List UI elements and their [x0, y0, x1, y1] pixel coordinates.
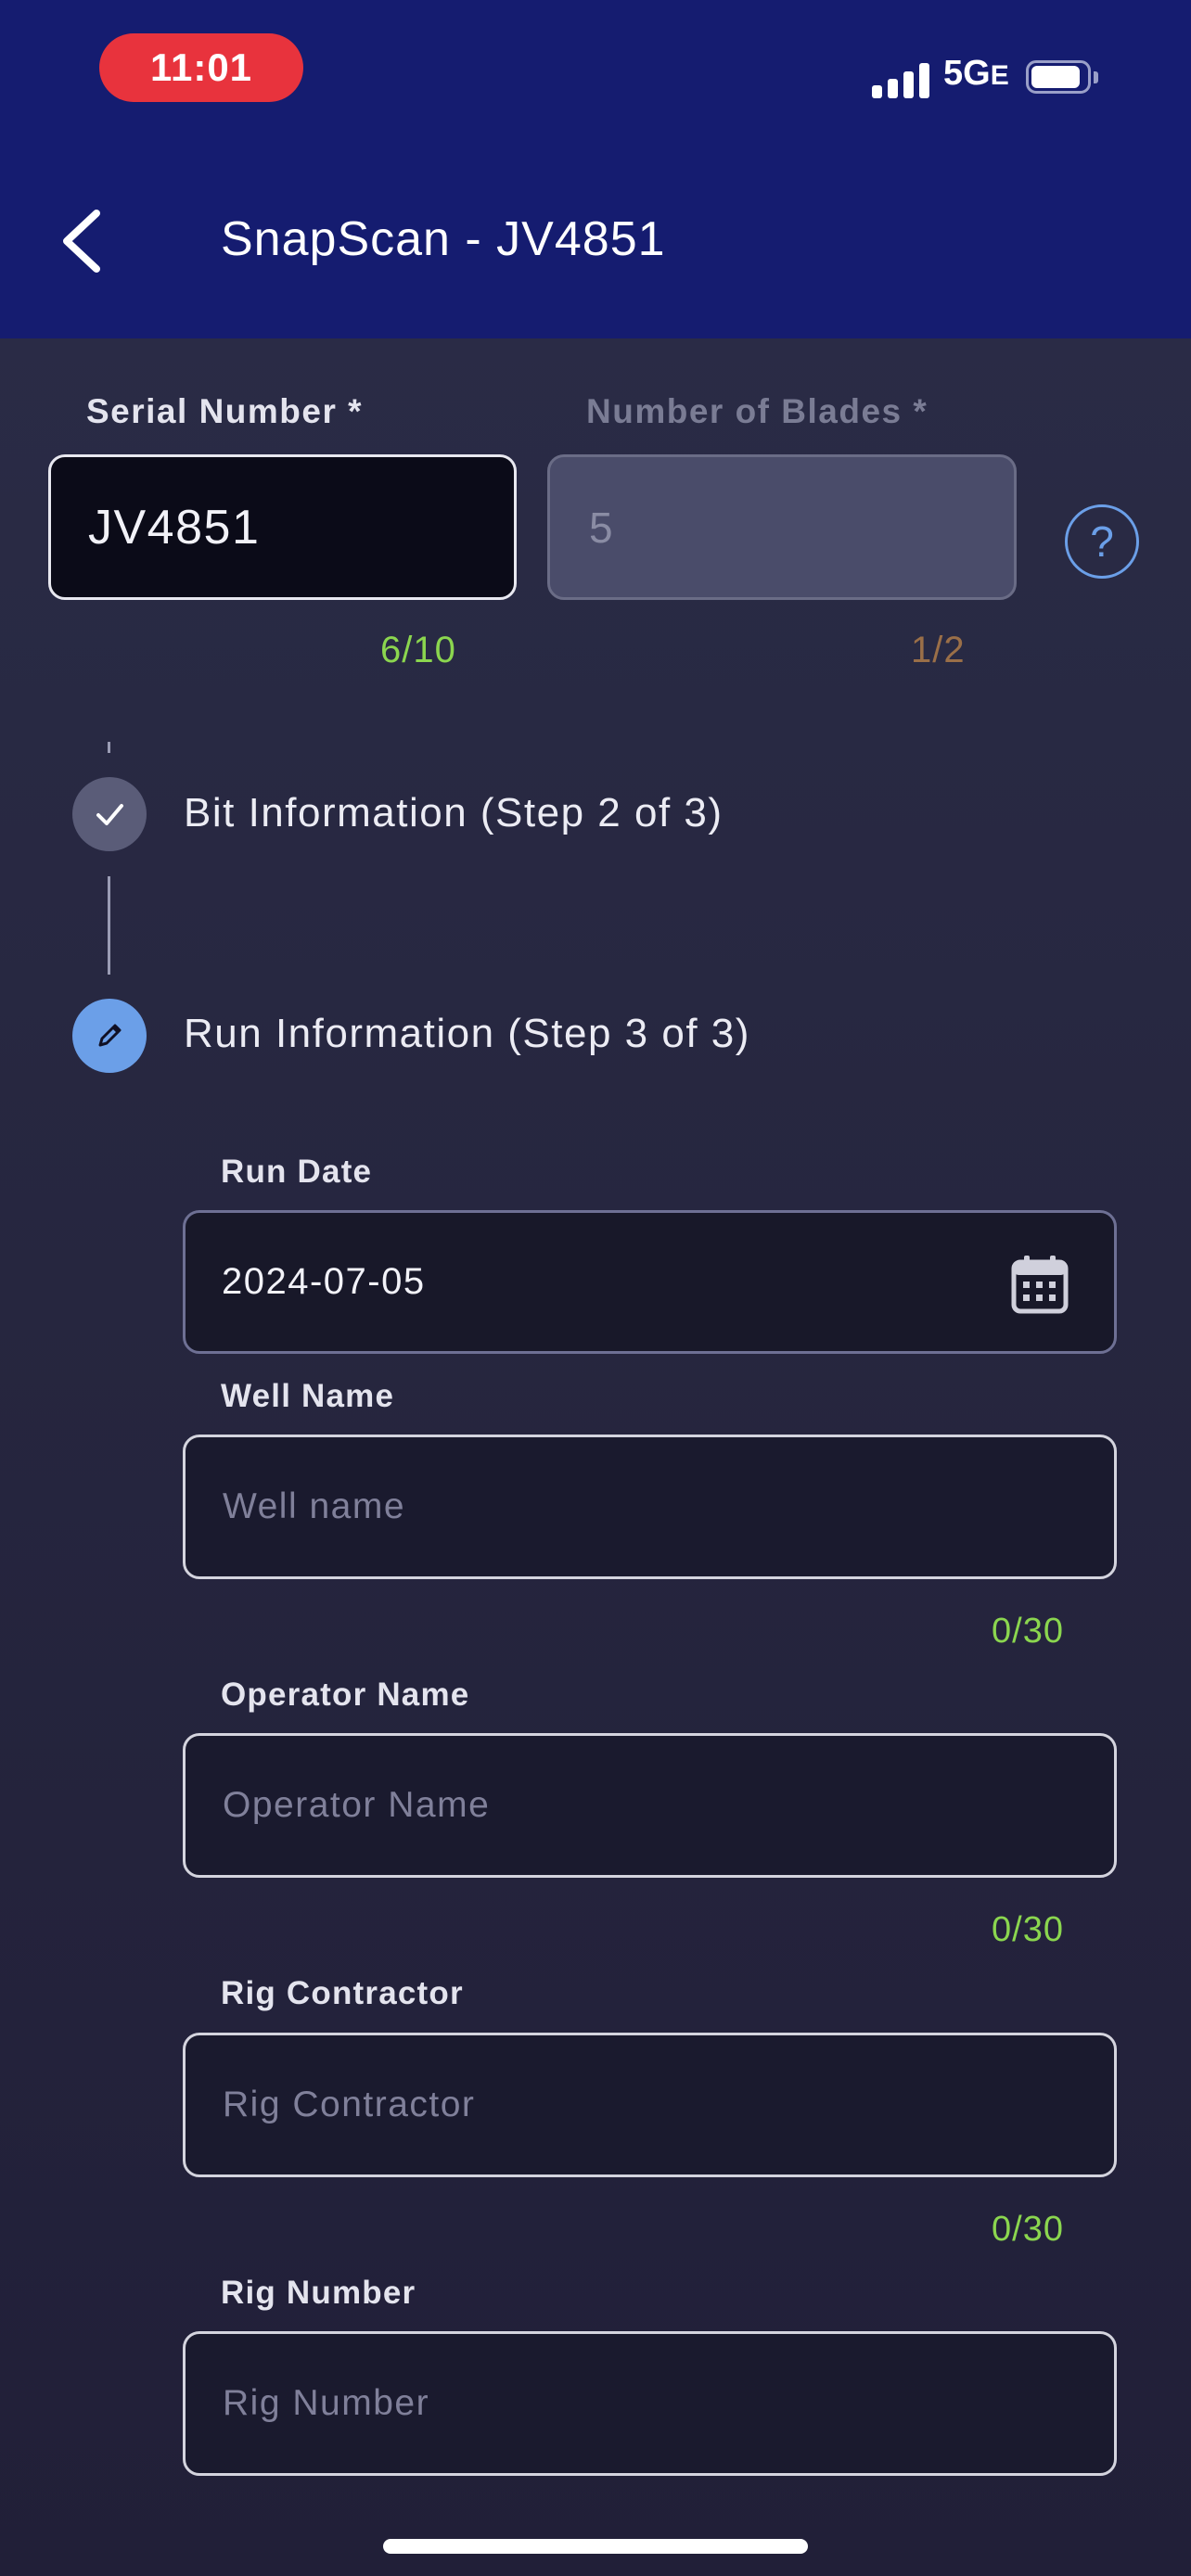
pencil-icon — [98, 1024, 122, 1047]
step-run-information[interactable]: Run Information (Step 3 of 3) — [184, 1011, 750, 1056]
operator-name-field[interactable] — [183, 1733, 1117, 1878]
operator-name-counter: 0/30 — [992, 1910, 1064, 1949]
back-button[interactable] — [56, 206, 111, 276]
step-active-indicator — [72, 999, 147, 1073]
network-type: 5G — [943, 54, 991, 93]
chevron-left-icon — [63, 210, 100, 273]
number-of-blades-counter: 1/2 — [911, 630, 966, 670]
calendar-icon[interactable] — [1010, 1254, 1069, 1315]
stepper-connector — [108, 876, 110, 975]
run-date-input[interactable] — [186, 1213, 1114, 1351]
status-time: 11:01 — [99, 33, 303, 102]
help-icon: ? — [1090, 517, 1114, 566]
rig-number-field[interactable] — [183, 2331, 1117, 2476]
stepper-connector — [108, 742, 110, 753]
step-bit-information[interactable]: Bit Information (Step 2 of 3) — [184, 790, 724, 835]
app-header: 11:01 5GE SnapScan - JV4851 — [0, 0, 1191, 338]
serial-number-input[interactable] — [51, 457, 514, 597]
battery-icon — [1026, 60, 1100, 96]
serial-number-label: Serial Number * — [86, 392, 364, 430]
rig-contractor-counter: 0/30 — [992, 2210, 1064, 2249]
rig-contractor-label: Rig Contractor — [221, 1975, 464, 2011]
page-title: SnapScan - JV4851 — [221, 212, 666, 266]
network-suffix: E — [990, 60, 1009, 91]
check-icon — [96, 804, 123, 825]
well-name-label: Well Name — [221, 1378, 395, 1414]
operator-name-input[interactable] — [186, 1736, 1114, 1875]
serial-number-field[interactable] — [48, 454, 517, 600]
help-button[interactable]: ? — [1065, 504, 1139, 579]
rig-contractor-input[interactable] — [186, 2035, 1114, 2174]
number-of-blades-label: Number of Blades * — [586, 392, 928, 430]
rig-number-label: Rig Number — [221, 2275, 416, 2311]
rig-number-input[interactable] — [186, 2334, 1114, 2473]
rig-contractor-field[interactable] — [183, 2033, 1117, 2177]
operator-name-label: Operator Name — [221, 1677, 470, 1713]
signal-icon — [872, 63, 931, 98]
well-name-field[interactable] — [183, 1435, 1117, 1579]
run-date-label: Run Date — [221, 1154, 373, 1190]
home-indicator[interactable] — [383, 2539, 808, 2554]
network-indicator: 5GE — [943, 54, 1009, 94]
serial-number-counter: 6/10 — [380, 630, 456, 670]
well-name-input[interactable] — [186, 1437, 1114, 1576]
step-completed-indicator — [72, 777, 147, 851]
number-of-blades-input[interactable] — [550, 457, 1014, 597]
well-name-counter: 0/30 — [992, 1612, 1064, 1651]
run-date-field[interactable] — [183, 1210, 1117, 1354]
number-of-blades-field[interactable] — [547, 454, 1017, 600]
